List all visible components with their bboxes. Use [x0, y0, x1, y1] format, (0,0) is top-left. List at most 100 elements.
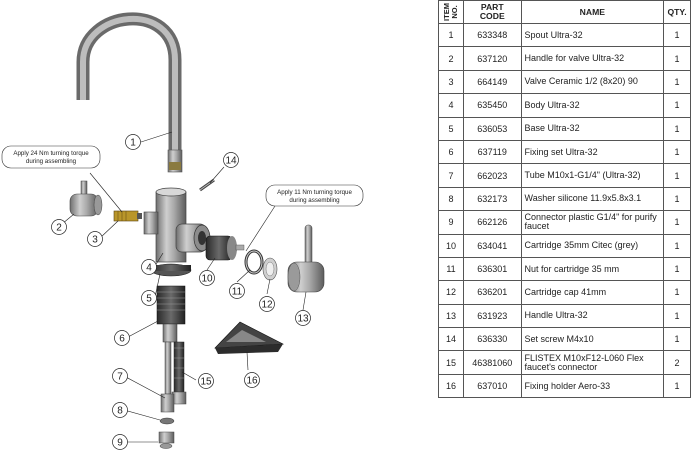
callout-label: 3: [92, 235, 98, 246]
cartridge-cap-part: [262, 257, 278, 281]
cell-item-no: 2: [438, 46, 464, 71]
cell-qty: 1: [663, 46, 691, 71]
connector-part: [158, 431, 175, 449]
cell-qty: 2: [663, 350, 691, 375]
cell-part-code: 46381060: [462, 350, 522, 375]
torque-note-left-line1: Apply 24 Nm turning torque: [13, 150, 89, 157]
cell-name: Fixing holder Aero-33: [520, 373, 665, 399]
cell-qty: 1: [663, 303, 691, 329]
callout-circle: [223, 152, 239, 168]
callout-label: 6: [119, 334, 125, 345]
cell-name: Handle Ultra-32: [520, 303, 665, 329]
handle-part: [287, 224, 325, 293]
callout-label: 8: [117, 406, 123, 417]
cell-item-no: 5: [438, 116, 464, 141]
callout-label: 4: [146, 263, 152, 274]
table-header-row: ITEM NO. PART CODE NAME QTY.: [438, 0, 691, 24]
valve-handle-part: [69, 180, 103, 217]
header-item-no: ITEM NO.: [438, 0, 464, 24]
callout-2: 2: [51, 219, 67, 235]
cell-name: Base Ultra-32: [520, 116, 665, 141]
cell-item-no: 14: [438, 327, 464, 352]
cell-name: Nut for cartridge 35 mm: [520, 256, 665, 282]
cell-name: Cartridge 35mm Citec (grey): [520, 233, 665, 258]
cell-item-no: 7: [438, 163, 464, 188]
cell-part-code: 636330: [462, 327, 522, 352]
cell-qty: 1: [663, 210, 691, 235]
callout-12: 12: [259, 296, 275, 312]
cell-name: Body Ultra-32: [520, 93, 665, 118]
callout-label: 15: [200, 377, 212, 388]
callout-14: 14: [223, 152, 239, 168]
callout-circle: [51, 219, 67, 235]
callout-circle: [199, 270, 215, 286]
header-part-code: PART CODE: [462, 0, 522, 24]
callout-circle: [198, 373, 214, 389]
cell-qty: 1: [663, 373, 691, 399]
cell-name: Set screw M4x10: [520, 327, 665, 352]
callout-10: 10: [199, 270, 215, 286]
cell-qty: 1: [663, 163, 691, 188]
callout-label: 1: [130, 138, 136, 149]
torque-note-right: Apply 11 Nm turning torque during assemb…: [265, 184, 364, 207]
torque-note-left: Apply 24 Nm turning torque during assemb…: [1, 145, 101, 169]
cell-name: Connector plastic G1/4" for purify fauce…: [520, 210, 665, 235]
cell-part-code: 636201: [462, 280, 522, 305]
cell-part-code: 632173: [462, 186, 522, 212]
callout-circle: [112, 402, 128, 418]
callout-label: 9: [117, 438, 123, 449]
callout-15: 15: [198, 373, 214, 389]
cell-part-code: 637120: [462, 46, 522, 71]
fixing-set-part: [156, 285, 186, 343]
cell-name: Handle for valve Ultra-32: [520, 46, 665, 71]
callout-circle: [112, 434, 128, 450]
header-qty: QTY.: [663, 0, 691, 24]
callout-16: 16: [244, 372, 260, 388]
callout-6: 6: [114, 330, 130, 346]
cell-item-no: 16: [438, 373, 464, 399]
cell-item-no: 12: [438, 280, 464, 305]
callout-circle: [295, 310, 311, 326]
callout-label: 5: [146, 294, 152, 305]
cell-name: Valve Ceramic 1/2 (8x20) 90: [520, 69, 665, 95]
cell-part-code: 662126: [462, 210, 522, 235]
callout-4: 4: [141, 259, 157, 275]
callout-circle: [114, 330, 130, 346]
cell-qty: 1: [663, 233, 691, 258]
cell-name: Cartridge cap 41mm: [520, 280, 665, 305]
callout-7: 7: [112, 368, 128, 384]
set-screw-part: [199, 178, 215, 192]
cell-item-no: 13: [438, 303, 464, 329]
cell-part-code: 662023: [462, 163, 522, 188]
cell-part-code: 636053: [462, 116, 522, 141]
callout-8: 8: [112, 402, 128, 418]
callout-label: 7: [117, 372, 123, 383]
callout-circle: [87, 231, 103, 247]
ceramic-valve-part: [113, 210, 142, 222]
torque-note-right-line2: during assembling: [289, 197, 340, 204]
torque-note-left-line2: during assembling: [26, 158, 77, 165]
cell-name: FLISTEX M10xF12-L060 Flex faucet's conne…: [520, 350, 665, 375]
cartridge-part: [205, 235, 245, 261]
cell-qty: 1: [663, 256, 691, 282]
callout-label: 11: [232, 287, 243, 298]
callout-label: 12: [261, 300, 273, 311]
callout-circle: [244, 372, 260, 388]
cell-qty: 1: [663, 22, 691, 48]
callout-circle: [112, 368, 128, 384]
callout-3: 3: [87, 231, 103, 247]
washer-part: [159, 417, 175, 425]
callout-circle: [259, 296, 275, 312]
